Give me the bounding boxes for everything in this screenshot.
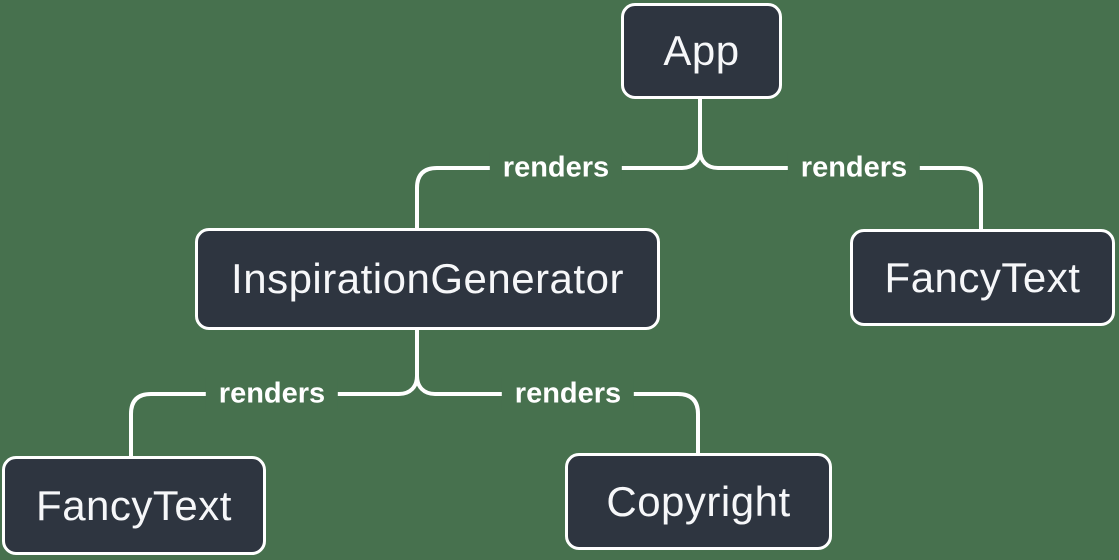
node-copyright: Copyright <box>565 453 832 550</box>
node-inspiration-generator: InspirationGenerator <box>195 228 660 330</box>
edge-label-app-to-inspiration-generator: renders <box>489 151 623 185</box>
node-fancy-text-right-label: FancyText <box>884 253 1081 301</box>
edge-label-inspiration-generator-to-copyright: renders <box>501 377 635 411</box>
node-app: App <box>621 3 782 99</box>
node-copyright-label: Copyright <box>606 477 791 525</box>
node-fancy-text-left-label: FancyText <box>36 481 232 529</box>
node-fancy-text-left: FancyText <box>2 456 266 555</box>
node-fancy-text-right: FancyText <box>850 229 1115 326</box>
edge-label-app-to-fancy-text: renders <box>787 151 921 185</box>
edge-label-inspiration-generator-to-fancy-text: renders <box>205 377 339 411</box>
node-app-label: App <box>663 27 740 74</box>
node-inspiration-generator-label: InspirationGenerator <box>231 255 624 302</box>
